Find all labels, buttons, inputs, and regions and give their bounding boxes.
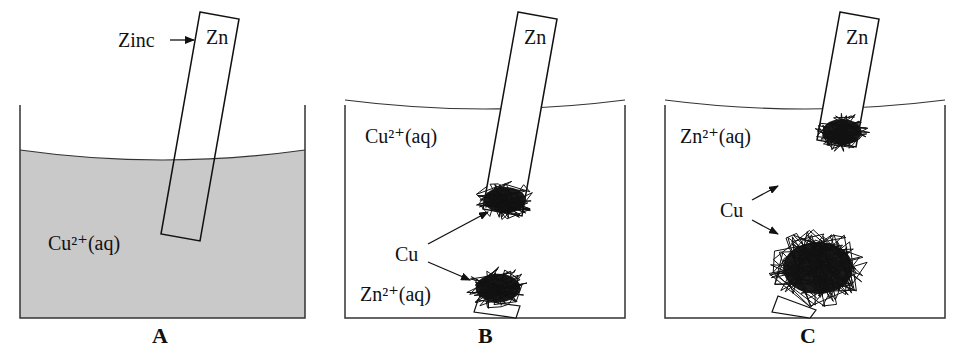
chem-label: Zn (206, 26, 228, 48)
chem-label: Cu²⁺(aq) (48, 232, 120, 254)
beaker (20, 105, 305, 318)
zinc-strip (161, 12, 239, 241)
chem-label: Cu (720, 199, 743, 221)
surface (20, 150, 305, 160)
panel-letter: B (478, 324, 493, 348)
copper-deposit (467, 267, 527, 309)
copper-deposits (467, 113, 870, 308)
chem-label: Zn²⁺(aq) (360, 283, 431, 305)
surface (345, 100, 625, 109)
chem-label: Zn (846, 26, 868, 48)
panel-letter: A (152, 324, 168, 348)
leader-arrow (428, 212, 488, 244)
chem-label: Zn²⁺(aq) (680, 125, 751, 147)
zinc-strip (483, 12, 557, 216)
leader-arrow (752, 186, 778, 200)
copper-deposit (476, 181, 532, 219)
chem-label: Zinc (118, 29, 155, 51)
chem-label: Cu (395, 243, 418, 265)
beaker (665, 105, 945, 318)
copper-deposit (815, 113, 870, 151)
leader-arrow (752, 220, 778, 234)
chem-label: Cu²⁺(aq) (365, 125, 437, 147)
leader-arrow (170, 39, 194, 40)
copper-deposit (769, 230, 867, 308)
beaker (345, 105, 625, 318)
surface (665, 100, 945, 109)
chem-label: Zn (524, 26, 546, 48)
zinc-fragment (772, 296, 816, 318)
leader-arrow (428, 262, 470, 280)
panel-letter: C (800, 324, 816, 348)
